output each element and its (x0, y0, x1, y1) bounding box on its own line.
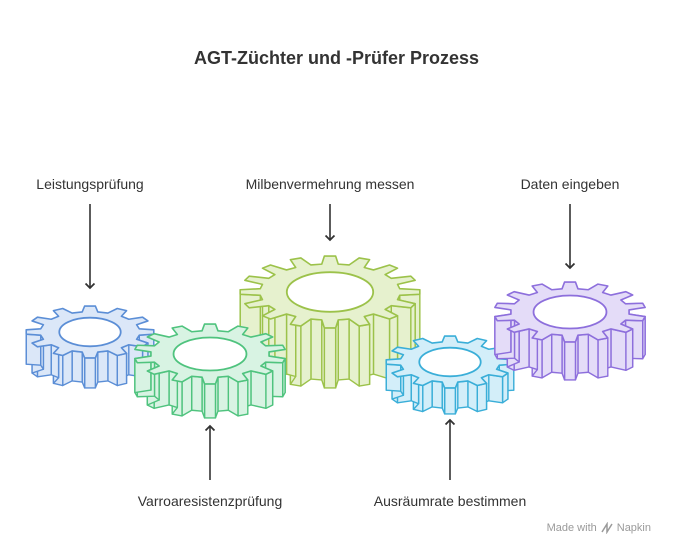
gear-ausraeumrate (385, 335, 515, 415)
gear-daten-eingeben (494, 281, 646, 381)
step-label-daten-eingeben: Daten eingeben (520, 176, 620, 192)
step-label-milbenvermehrung: Milbenvermehrung messen (245, 176, 415, 192)
step-label-ausraeumrate: Ausräumrate bestimmen (373, 493, 527, 509)
brand-watermark: Made with Napkin (547, 522, 651, 534)
diagram-title: AGT-Züchter und -Prüfer Prozess (193, 48, 480, 68)
step-label-varroaresistenzpruefung: Varroaresistenzprüfung (137, 493, 283, 509)
brand-made-with: Made with (546, 522, 597, 534)
brand-name: Napkin (616, 522, 651, 534)
napkin-logo-icon (601, 522, 613, 534)
step-label-leistungspruefung: Leistungsprüfung (36, 176, 144, 192)
gear-varroaresistenzpruefung (134, 323, 286, 419)
